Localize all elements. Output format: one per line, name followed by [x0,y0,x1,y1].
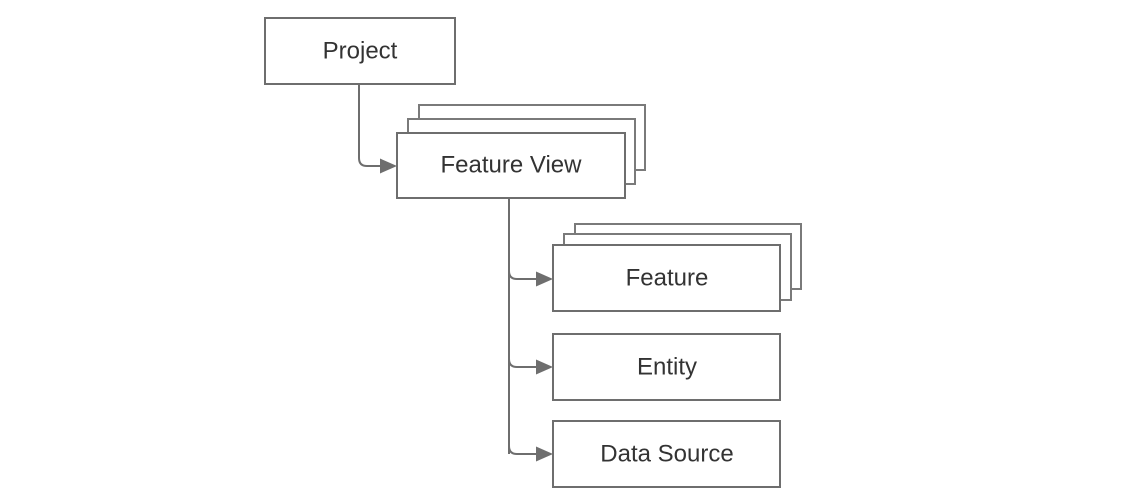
node-feature-view[interactable]: Feature View [396,104,646,199]
edge-feature-view-to-feature [508,270,553,287]
arrow-head-feature [536,271,553,287]
edge-line-entity [508,358,537,368]
node-feature-label: Feature [626,264,709,291]
node-data-source-label: Data Source [600,440,733,467]
edge-line-feature [508,270,537,280]
arrow-head-data-source [536,446,553,462]
edge-feature-view-to-data-source [508,445,553,462]
node-feature-view-label: Feature View [441,151,583,178]
node-project[interactable]: Project [264,17,456,85]
arrow-head-feature-view [380,158,397,174]
edge-project-to-feature-view [358,85,397,174]
node-entity-label: Entity [637,353,697,380]
node-feature-view-box[interactable] [396,132,626,199]
node-entity[interactable]: Entity [552,333,781,401]
edge-feature-view-to-entity [508,358,553,375]
node-data-source[interactable]: Data Source [552,420,781,488]
arrow-head-entity [536,359,553,375]
node-feature[interactable]: Feature [552,223,802,312]
node-data-source-box[interactable] [552,420,781,488]
node-feature-box[interactable] [552,244,781,312]
edge-line-project-feature-view [358,85,381,167]
node-project-label: Project [323,37,398,64]
node-entity-box[interactable] [552,333,781,401]
edge-line-data-source [508,445,537,455]
node-project-box[interactable] [264,17,456,85]
